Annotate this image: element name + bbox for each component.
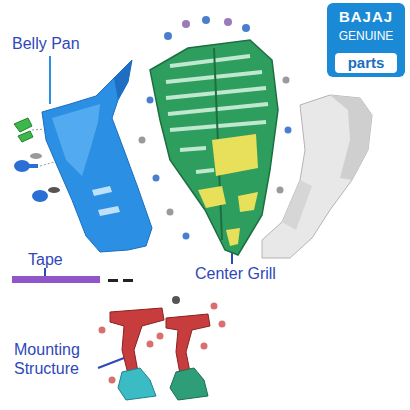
screw [167,209,174,216]
brand-tag-text: parts [335,53,397,73]
nut [172,296,180,304]
grill-insert [212,134,258,176]
belly-pan-highlight [52,104,100,176]
side-cover-shade [330,95,372,180]
part-name: Belly Pan [12,34,122,53]
screw [109,377,116,384]
leader-line [98,358,124,368]
screw [147,341,154,348]
grill-insert [226,228,240,246]
brand-badge: BAJAJGENUINE parts [327,3,405,77]
belly-pan [42,60,152,252]
screw [182,20,190,28]
screw [283,77,290,84]
screw [157,333,164,340]
screw [277,187,284,194]
washer [48,187,60,193]
clip [18,131,33,142]
grill-insert [238,192,258,212]
clip-dash [108,279,118,282]
screw [242,24,250,32]
side-cover [262,95,372,258]
grill-slot [170,56,250,66]
grill-slot [196,170,214,172]
belly-pan-fin [114,60,132,100]
screw [224,18,232,26]
screw [153,175,160,182]
leader-line [49,56,51,104]
screw [219,321,226,328]
brand-subtitle: GENUINE [327,26,405,46]
screw [164,32,172,40]
tape-strip [12,276,100,283]
part-name: Tape [28,250,88,269]
part-name: Center Grill [195,264,315,283]
part-name: Mounting Structure [14,340,106,378]
side-cover-shade [282,180,312,230]
grill-insert [198,186,226,208]
screw [147,97,154,104]
bolt-head [32,190,48,202]
belly-pan-slot [98,206,120,216]
screw [202,16,210,24]
bolt-shank [28,164,38,168]
mounting-bracket [166,314,210,374]
brand-tag: parts [335,53,397,73]
mounting-screws [99,303,226,384]
mounting-bracket-base [118,368,156,400]
washer [30,153,42,159]
brand-name: BAJAJ [327,8,405,26]
screw [139,137,146,144]
center-grill [150,40,278,255]
grill-fasteners [139,16,292,240]
clip-dash [123,279,133,282]
leader-line [44,268,46,276]
screw [183,233,190,240]
screw [211,303,218,310]
clip [14,118,32,132]
grill-slot [180,148,206,150]
grill-slot [166,72,262,82]
grill-slot [168,104,268,114]
bolt-head [14,160,30,172]
mounting-bracket-base [170,368,208,400]
screw [99,327,106,334]
screw [285,127,292,134]
belly-pan-slot [92,186,112,196]
screw [201,343,208,350]
mounting-bracket [110,308,164,374]
